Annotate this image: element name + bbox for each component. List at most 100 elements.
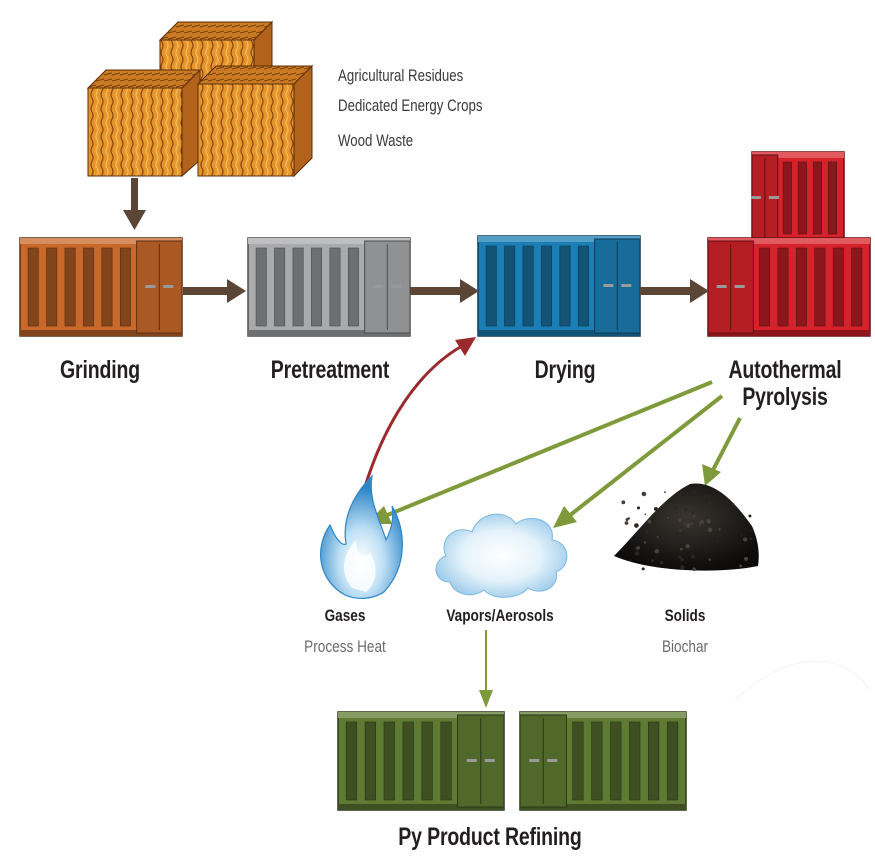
biochar-speck (718, 528, 721, 531)
biochar-speck (644, 513, 647, 516)
biochar-speck (642, 492, 644, 494)
biochar-speck (634, 523, 639, 528)
container-pyrolysis-top (750, 151, 845, 245)
stage-label-drying: Drying (534, 356, 596, 384)
stage-label-refining: Py Product Refining (398, 823, 582, 851)
biochar-speck (664, 491, 666, 494)
biochar-speck (716, 539, 719, 543)
biochar-speck (647, 519, 652, 524)
biochar-speck (650, 559, 655, 563)
biochar-speck (678, 555, 682, 559)
biochar-speck (744, 556, 749, 561)
biochar-speck (707, 500, 712, 505)
biochar-speck (740, 534, 743, 537)
biochar-speck (692, 567, 696, 572)
biochar-speck (690, 554, 696, 559)
arrow-pyrolysis-to-vapors (553, 394, 724, 528)
biochar-speck (749, 530, 752, 533)
feedstock-label-3: Wood Waste (338, 131, 414, 150)
product-sub-gases: Process Heat (304, 637, 386, 656)
biochar-speck (690, 522, 693, 525)
arrow-gases-to-drying (362, 337, 476, 491)
biochar-speck (691, 510, 695, 514)
hay-bales-icon (86, 20, 314, 178)
biochar-speck (654, 549, 659, 554)
biochar-speck (625, 517, 629, 522)
arrow-vapors-to-refining (479, 630, 493, 708)
biochar-speck (685, 533, 688, 536)
arrow-hay-to-grinding (123, 178, 146, 230)
arrow-pyrolysis-to-solids (702, 417, 742, 486)
biochar-speck (629, 559, 632, 562)
biochar-speck (698, 524, 701, 527)
biochar-speck (699, 520, 705, 525)
biochar-speck (678, 518, 682, 522)
container-refining-right (519, 711, 687, 811)
feedstock-label-2: Dedicated Energy Crops (338, 96, 483, 115)
biochar-speck (694, 490, 697, 494)
biochar-speck (621, 500, 626, 505)
arrow-drying-to-pyrolysis (640, 279, 709, 303)
biochar-speck (655, 565, 658, 568)
container-refining-left (337, 711, 505, 811)
biochar-speck (726, 499, 729, 502)
biochar-speck (707, 494, 712, 498)
biochar-speck (645, 530, 649, 534)
biochar-speck (739, 564, 743, 568)
biochar-speck (731, 502, 735, 506)
container-grinding (19, 237, 183, 337)
biochar-speck (636, 506, 641, 510)
biochar-speck (656, 535, 659, 538)
biochar-speck (656, 516, 659, 520)
biochar-speck (680, 565, 685, 570)
biochar-speck (624, 521, 629, 525)
container-pyrolysis-bottom (707, 237, 871, 337)
biochar-speck (749, 537, 753, 541)
container-pretreatment (247, 237, 411, 337)
biochar-speck (679, 529, 682, 532)
biochar-speck (684, 508, 688, 512)
biochar-speck (686, 523, 691, 528)
biochar-speck (680, 547, 683, 551)
product-title-vapors: Vapors/Aerosols (446, 606, 554, 625)
stage-label-pyrolysis-line1: Autothermal (728, 356, 842, 384)
biochar-speck (643, 541, 647, 544)
arrow-grinding-to-pretreatment (183, 279, 246, 303)
feedstock-label-1: Agricultural Residues (338, 66, 464, 85)
flame-icon (319, 474, 403, 599)
biochar-speck (636, 546, 640, 550)
biochar-speck (641, 567, 645, 571)
product-title-solids: Solids (664, 606, 706, 625)
biochar-pile-icon (614, 483, 759, 572)
biochar-speck (634, 551, 640, 556)
product-sub-solids: Biochar (661, 637, 709, 656)
stage-label-grinding: Grinding (60, 356, 140, 384)
biochar-speck (673, 506, 677, 510)
biochar-speck (728, 522, 731, 524)
biochar-speck (693, 515, 696, 518)
biochar-speck (666, 517, 669, 519)
biochar-speck (707, 527, 713, 533)
vapor-cloud-icon (435, 513, 568, 598)
biochar-speck (680, 558, 684, 562)
biochar-speck (677, 493, 683, 499)
biochar-speck (659, 560, 664, 565)
arrow-pretreatment-to-drying (410, 279, 479, 303)
biochar-speck (748, 514, 752, 518)
biochar-speck (743, 537, 748, 542)
biochar-speck (685, 544, 690, 549)
stage-label-pretreatment: Pretreatment (270, 356, 390, 384)
biochar-speck (685, 492, 689, 496)
container-drying (477, 235, 641, 337)
biochar-speck (675, 532, 679, 536)
product-title-gases: Gases (324, 606, 366, 625)
decorative-arc (734, 660, 871, 701)
stage-label-pyrolysis-line2: Pyrolysis (742, 383, 828, 411)
biochar-speck (706, 519, 711, 524)
biochar-speck (703, 495, 707, 499)
arrow-pyrolysis-to-gases (366, 380, 713, 524)
biochar-speck (679, 532, 685, 537)
biochar-speck (653, 506, 658, 511)
biochar-speck (708, 558, 711, 561)
